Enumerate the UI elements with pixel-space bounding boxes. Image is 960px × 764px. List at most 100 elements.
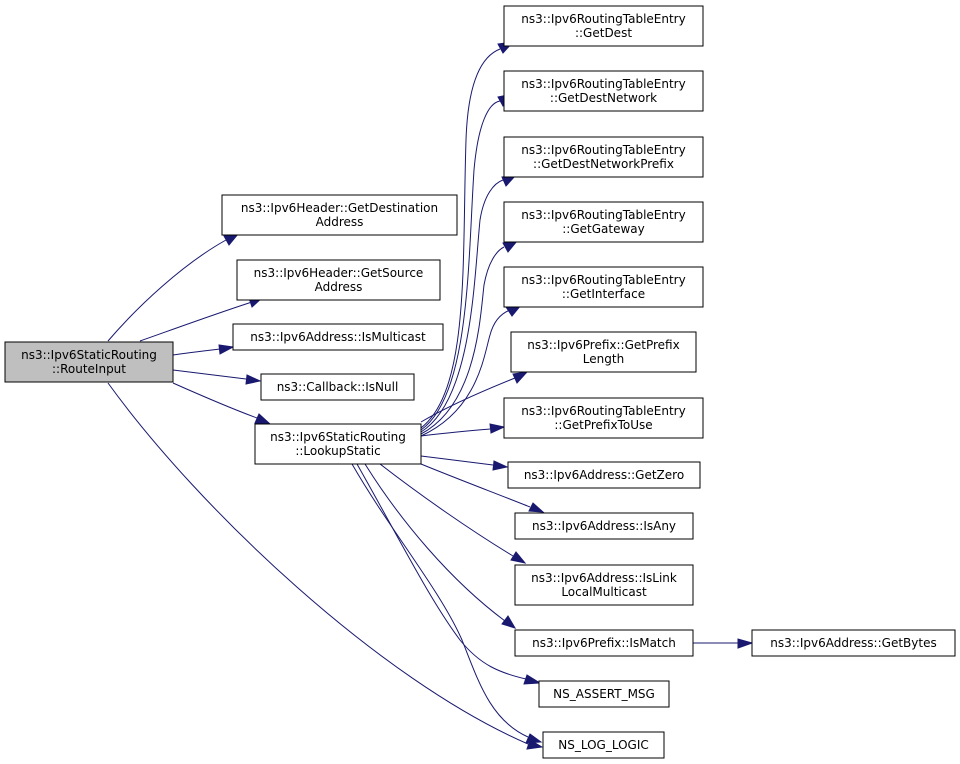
edge-route-input-to-callback-is-null <box>172 369 262 385</box>
edge-arrowhead <box>492 460 509 471</box>
edge-arrowhead <box>501 615 517 629</box>
node-label-line: ns3::Ipv6RoutingTableEntry <box>521 208 685 222</box>
node-label-line: ::GetDestNetwork <box>550 91 657 105</box>
edge-line <box>107 382 529 745</box>
node-label-line: ns3::Ipv6StaticRouting <box>270 430 406 444</box>
edge-line <box>420 179 504 433</box>
node-label-line: ns3::Ipv6Address::IsMulticast <box>250 330 426 344</box>
node-box <box>4 341 174 383</box>
edge-lookup-static-to-ns-assert-msg <box>356 463 542 685</box>
edge-arrowhead <box>737 638 754 649</box>
edge-lookup-static-to-get-zero <box>420 455 509 471</box>
edge-line <box>420 463 531 508</box>
node-box <box>254 423 422 465</box>
edge-line <box>420 100 501 431</box>
edge-arrowhead <box>489 423 506 434</box>
node-box <box>260 373 415 401</box>
node-box <box>503 70 704 112</box>
edge-arrowhead <box>523 674 542 685</box>
edge-arrowhead <box>218 344 235 355</box>
edge-line <box>420 309 511 437</box>
edge-lookup-static-to-get-prefix-length <box>420 371 529 423</box>
edge-line <box>420 377 516 423</box>
edge-route-input-to-lookup-static <box>172 382 272 425</box>
node-callback-is-null[interactable]: ns3::Callback::IsNull <box>260 373 415 401</box>
node-ns-log-logic[interactable]: NS_LOG_LOGIC <box>542 731 665 759</box>
edge-line <box>379 463 514 557</box>
node-box <box>751 629 956 657</box>
node-label-line: ::RouteInput <box>52 362 126 376</box>
node-box <box>538 680 670 708</box>
edge-arrowhead <box>254 413 272 425</box>
edge-line <box>356 463 527 680</box>
node-box <box>542 731 665 759</box>
node-get-zero[interactable]: ns3::Ipv6Address::GetZero <box>507 461 701 489</box>
node-label-line: Address <box>315 280 363 294</box>
node-get-prefix-to-use[interactable]: ns3::Ipv6RoutingTableEntry::GetPrefixToU… <box>503 397 704 439</box>
node-route-input: ns3::Ipv6StaticRouting::RouteInput <box>4 341 174 383</box>
edge-route-input-to-get-destination-address <box>107 233 240 342</box>
node-label-line: LocalMulticast <box>561 585 647 599</box>
edge-arrowhead <box>510 551 527 564</box>
node-label-line: ns3::Ipv6Address::IsLink <box>531 571 677 585</box>
edge-line <box>139 301 253 342</box>
node-is-any[interactable]: ns3::Ipv6Address::IsAny <box>514 512 694 540</box>
node-box <box>236 259 441 301</box>
node-label-line: Length <box>583 352 624 366</box>
edge-line <box>107 239 227 342</box>
node-label-line: ns3::Ipv6RoutingTableEntry <box>521 77 685 91</box>
node-label-line: ns3::Ipv6Header::GetSource <box>254 266 424 280</box>
node-box <box>510 331 697 373</box>
edge-arrowhead <box>528 502 545 513</box>
node-label-line: ::LookupStatic <box>295 444 380 458</box>
edge-line <box>420 48 501 429</box>
node-label-line: ns3::Ipv6RoutingTableEntry <box>521 404 685 418</box>
node-label-line: ns3::Ipv6Address::GetBytes <box>770 636 936 650</box>
edges-layer <box>107 41 754 750</box>
node-label-line: NS_ASSERT_MSG <box>553 687 655 701</box>
node-label-line: NS_LOG_LOGIC <box>558 738 649 752</box>
node-get-dest[interactable]: ns3::Ipv6RoutingTableEntry::GetDest <box>503 5 704 47</box>
node-box <box>507 461 701 489</box>
edge-arrowhead <box>502 240 519 253</box>
node-get-bytes[interactable]: ns3::Ipv6Address::GetBytes <box>751 629 956 657</box>
node-get-gateway[interactable]: ns3::Ipv6RoutingTableEntry::GetGateway <box>503 201 704 243</box>
node-get-dest-network-prefix[interactable]: ns3::Ipv6RoutingTableEntry::GetDestNetwo… <box>503 136 704 178</box>
node-box <box>514 564 694 606</box>
node-box <box>514 512 694 540</box>
node-get-interface[interactable]: ns3::Ipv6RoutingTableEntry::GetInterface <box>503 266 704 308</box>
edge-lookup-static-to-ns-log-logic <box>351 463 543 744</box>
node-lookup-static[interactable]: ns3::Ipv6StaticRouting::LookupStatic <box>254 423 422 465</box>
edge-lookup-static-to-is-any <box>420 463 545 513</box>
node-label-line: ::GetPrefixToUse <box>554 418 652 432</box>
node-is-multicast[interactable]: ns3::Ipv6Address::IsMulticast <box>232 323 444 351</box>
node-box <box>232 323 444 351</box>
node-box <box>514 629 694 657</box>
node-label-line: Address <box>316 215 364 229</box>
node-box <box>503 266 704 308</box>
node-is-match[interactable]: ns3::Ipv6Prefix::IsMatch <box>514 629 694 657</box>
node-label-line: ::GetGateway <box>562 222 644 236</box>
node-label-line: ns3::Ipv6Header::GetDestination <box>241 201 438 215</box>
node-box <box>503 201 704 243</box>
edge-line <box>351 463 529 738</box>
edge-route-input-to-is-multicast <box>172 344 235 356</box>
node-label-line: ns3::Ipv6RoutingTableEntry <box>521 12 685 26</box>
node-label-line: ::GetInterface <box>562 287 645 301</box>
node-box <box>503 136 704 178</box>
node-get-dest-network[interactable]: ns3::Ipv6RoutingTableEntry::GetDestNetwo… <box>503 70 704 112</box>
edge-lookup-static-to-is-match <box>364 463 517 629</box>
node-ns-assert-msg[interactable]: NS_ASSERT_MSG <box>538 680 670 708</box>
node-label-line: ns3::Ipv6RoutingTableEntry <box>521 273 685 287</box>
nodes-layer: ns3::Ipv6StaticRouting::RouteInputns3::I… <box>4 5 956 759</box>
edge-lookup-static-to-get-prefix-to-use <box>420 423 506 437</box>
node-label-line: ::GetDestNetworkPrefix <box>533 157 674 171</box>
node-label-line: ::GetDest <box>575 26 632 40</box>
edge-arrowhead <box>512 371 529 384</box>
node-label-line: ns3::Ipv6Address::GetZero <box>524 468 684 482</box>
